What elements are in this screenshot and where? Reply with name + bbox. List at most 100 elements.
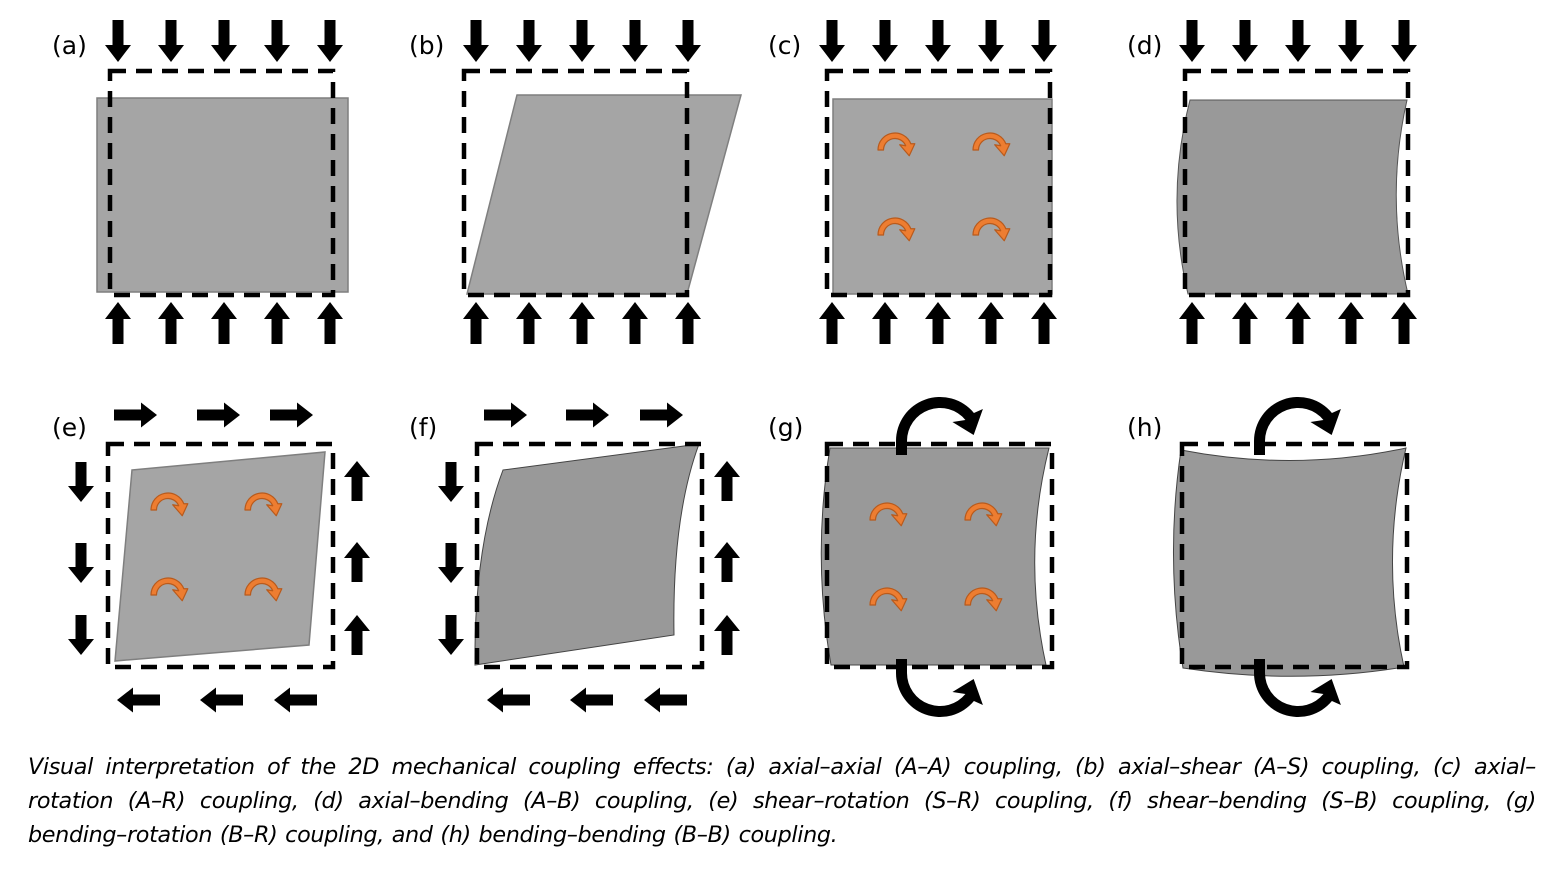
- shear-arrow-left-icon: [200, 687, 243, 713]
- load-arrow-up-icon: [317, 302, 343, 344]
- moment-arrow-top-icon: [1254, 397, 1341, 455]
- deformed-element: [1172, 447, 1407, 677]
- load-arrow-down-icon: [1031, 20, 1057, 62]
- shear-arrow-left-icon: [274, 687, 317, 713]
- load-arrow-down-icon: [978, 20, 1004, 62]
- load-arrow-up-icon: [1391, 302, 1417, 344]
- undeformed-outline: [474, 441, 705, 670]
- load-arrow-down-icon: [1338, 20, 1364, 62]
- deformed-element: [820, 447, 1050, 666]
- panel-h: (h): [1127, 397, 1410, 717]
- shear-arrow-down-icon: [68, 543, 94, 583]
- shear-arrow-right-icon: [566, 402, 609, 428]
- deformed-element: [832, 98, 1053, 295]
- deformed-element: [466, 94, 742, 295]
- load-arrow-up-icon: [463, 302, 489, 344]
- load-arrow-down-icon: [872, 20, 898, 62]
- load-arrow-down-icon: [317, 20, 343, 62]
- shear-arrow-up-icon: [344, 542, 370, 582]
- rotation-arrow-icon: [964, 587, 1003, 612]
- load-arrow-down-icon: [1285, 20, 1311, 62]
- shear-arrow-up-icon: [714, 461, 740, 501]
- panel-label-f: (f): [409, 413, 437, 442]
- panel-label-c: (c): [768, 31, 801, 60]
- panel-e: (e): [52, 402, 370, 713]
- deformed-element: [1176, 99, 1409, 295]
- panel-f: (f): [409, 402, 740, 713]
- load-arrow-up-icon: [622, 302, 648, 344]
- load-arrow-up-icon: [158, 302, 184, 344]
- rotation-arrow-icon: [964, 502, 1003, 527]
- shear-arrow-up-icon: [714, 542, 740, 582]
- shear-arrow-left-icon: [644, 687, 687, 713]
- load-arrow-up-icon: [925, 302, 951, 344]
- deformed-element: [474, 443, 700, 666]
- shear-arrow-right-icon: [640, 402, 683, 428]
- rotation-arrow-icon: [244, 492, 283, 517]
- moment-arrow-bottom-icon: [1254, 659, 1341, 717]
- panel-label-d: (d): [1127, 31, 1162, 60]
- load-arrow-up-icon: [819, 302, 845, 344]
- shear-arrow-left-icon: [570, 687, 613, 713]
- rotation-arrow-icon: [150, 492, 189, 517]
- load-arrow-up-icon: [264, 302, 290, 344]
- moment-arrow-bottom-icon: [896, 659, 983, 717]
- shear-arrow-down-icon: [68, 615, 94, 655]
- load-arrow-down-icon: [105, 20, 131, 62]
- load-arrow-down-icon: [622, 20, 648, 62]
- shear-arrow-down-icon: [438, 615, 464, 655]
- rotation-arrow-icon: [869, 587, 908, 612]
- undeformed-outline: [105, 441, 336, 670]
- load-arrow-down-icon: [675, 20, 701, 62]
- load-arrow-up-icon: [872, 302, 898, 344]
- load-arrow-down-icon: [569, 20, 595, 62]
- shear-arrow-down-icon: [438, 543, 464, 583]
- rotation-arrow-icon: [877, 132, 916, 157]
- panel-a: (a): [52, 20, 349, 344]
- shear-arrow-left-icon: [117, 687, 160, 713]
- rotation-arrow-icon: [150, 577, 189, 602]
- load-arrow-down-icon: [264, 20, 290, 62]
- load-arrow-up-icon: [1179, 302, 1205, 344]
- shear-arrow-left-icon: [487, 687, 530, 713]
- panel-label-a: (a): [52, 31, 87, 60]
- load-arrow-down-icon: [1179, 20, 1205, 62]
- shear-arrow-up-icon: [344, 461, 370, 501]
- rotation-arrow-icon: [972, 132, 1011, 157]
- load-arrow-up-icon: [569, 302, 595, 344]
- undeformed-outline: [461, 68, 690, 298]
- load-arrow-up-icon: [211, 302, 237, 344]
- load-arrow-up-icon: [675, 302, 701, 344]
- load-arrow-down-icon: [1232, 20, 1258, 62]
- panel-d: (d): [1127, 20, 1417, 344]
- coupling-effects-figure: (a) (b) (c) (d) (e) (f) (g) (h): [52, 20, 1417, 717]
- shear-arrow-right-icon: [484, 402, 527, 428]
- shear-arrow-up-icon: [714, 615, 740, 655]
- deformed-element: [114, 451, 326, 662]
- shear-arrow-up-icon: [344, 615, 370, 655]
- undeformed-outline: [1182, 68, 1411, 298]
- panel-b: (b): [409, 20, 742, 344]
- load-arrow-down-icon: [211, 20, 237, 62]
- load-arrow-up-icon: [105, 302, 131, 344]
- load-arrow-down-icon: [819, 20, 845, 62]
- panel-c: (c): [768, 20, 1057, 344]
- panel-label-e: (e): [52, 413, 87, 442]
- deformed-element: [96, 97, 349, 293]
- undeformed-outline: [824, 441, 1055, 670]
- rotation-arrow-icon: [877, 217, 916, 242]
- load-arrow-up-icon: [1338, 302, 1364, 344]
- undeformed-outline: [824, 68, 1053, 298]
- shear-arrow-down-icon: [438, 462, 464, 502]
- moment-arrow-top-icon: [896, 397, 983, 455]
- rotation-arrow-icon: [244, 577, 283, 602]
- load-arrow-up-icon: [1031, 302, 1057, 344]
- load-arrow-up-icon: [1285, 302, 1311, 344]
- panel-g: (g): [768, 397, 1055, 717]
- shear-arrow-right-icon: [270, 402, 313, 428]
- undeformed-outline: [107, 68, 336, 298]
- shear-arrow-down-icon: [68, 462, 94, 502]
- rotation-arrow-icon: [869, 502, 908, 527]
- rotation-arrow-icon: [972, 217, 1011, 242]
- load-arrow-down-icon: [463, 20, 489, 62]
